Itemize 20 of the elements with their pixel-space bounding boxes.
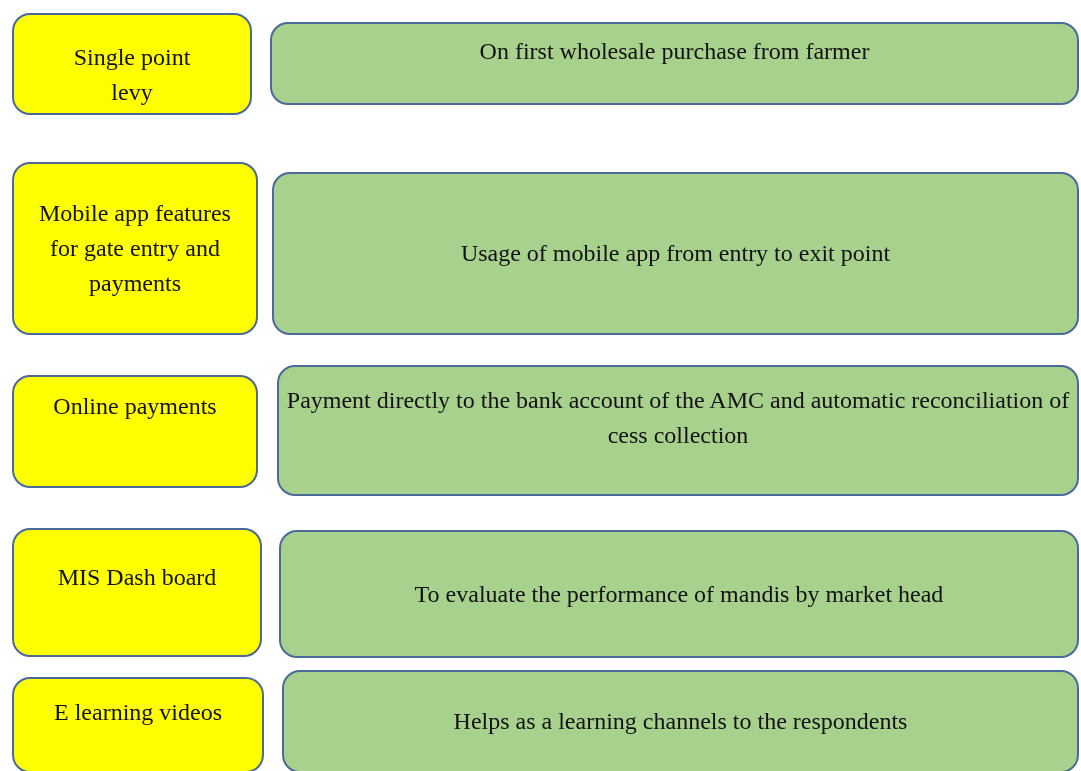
description-box — [277, 365, 1079, 496]
description-box — [270, 22, 1079, 105]
description-box — [282, 670, 1079, 771]
box-text: To evaluate the performance of mandis by market head — [414, 579, 944, 609]
description-box — [279, 530, 1079, 658]
label-box — [12, 162, 258, 335]
box-text: Single point levy — [72, 43, 192, 107]
box-text: Online payments — [53, 392, 217, 421]
box-text: Usage of mobile app from entry to exit point — [460, 239, 891, 269]
box-text: Mobile app features for gate entry and payments — [38, 199, 232, 298]
box-text: Payment directly to the bank account of the AMC and automatic reconciliation of cess collection — [285, 386, 1071, 450]
box-text: E learning videos — [54, 698, 222, 727]
label-box — [12, 375, 258, 488]
box-text: MIS Dash board — [57, 563, 217, 592]
label-box — [12, 677, 264, 771]
label-box — [12, 528, 262, 657]
label-box — [12, 13, 252, 115]
description-box — [272, 172, 1079, 335]
box-text: On first wholesale purchase from farmer — [479, 37, 870, 66]
box-text: Helps as a learning channels to the respondents — [453, 707, 908, 737]
